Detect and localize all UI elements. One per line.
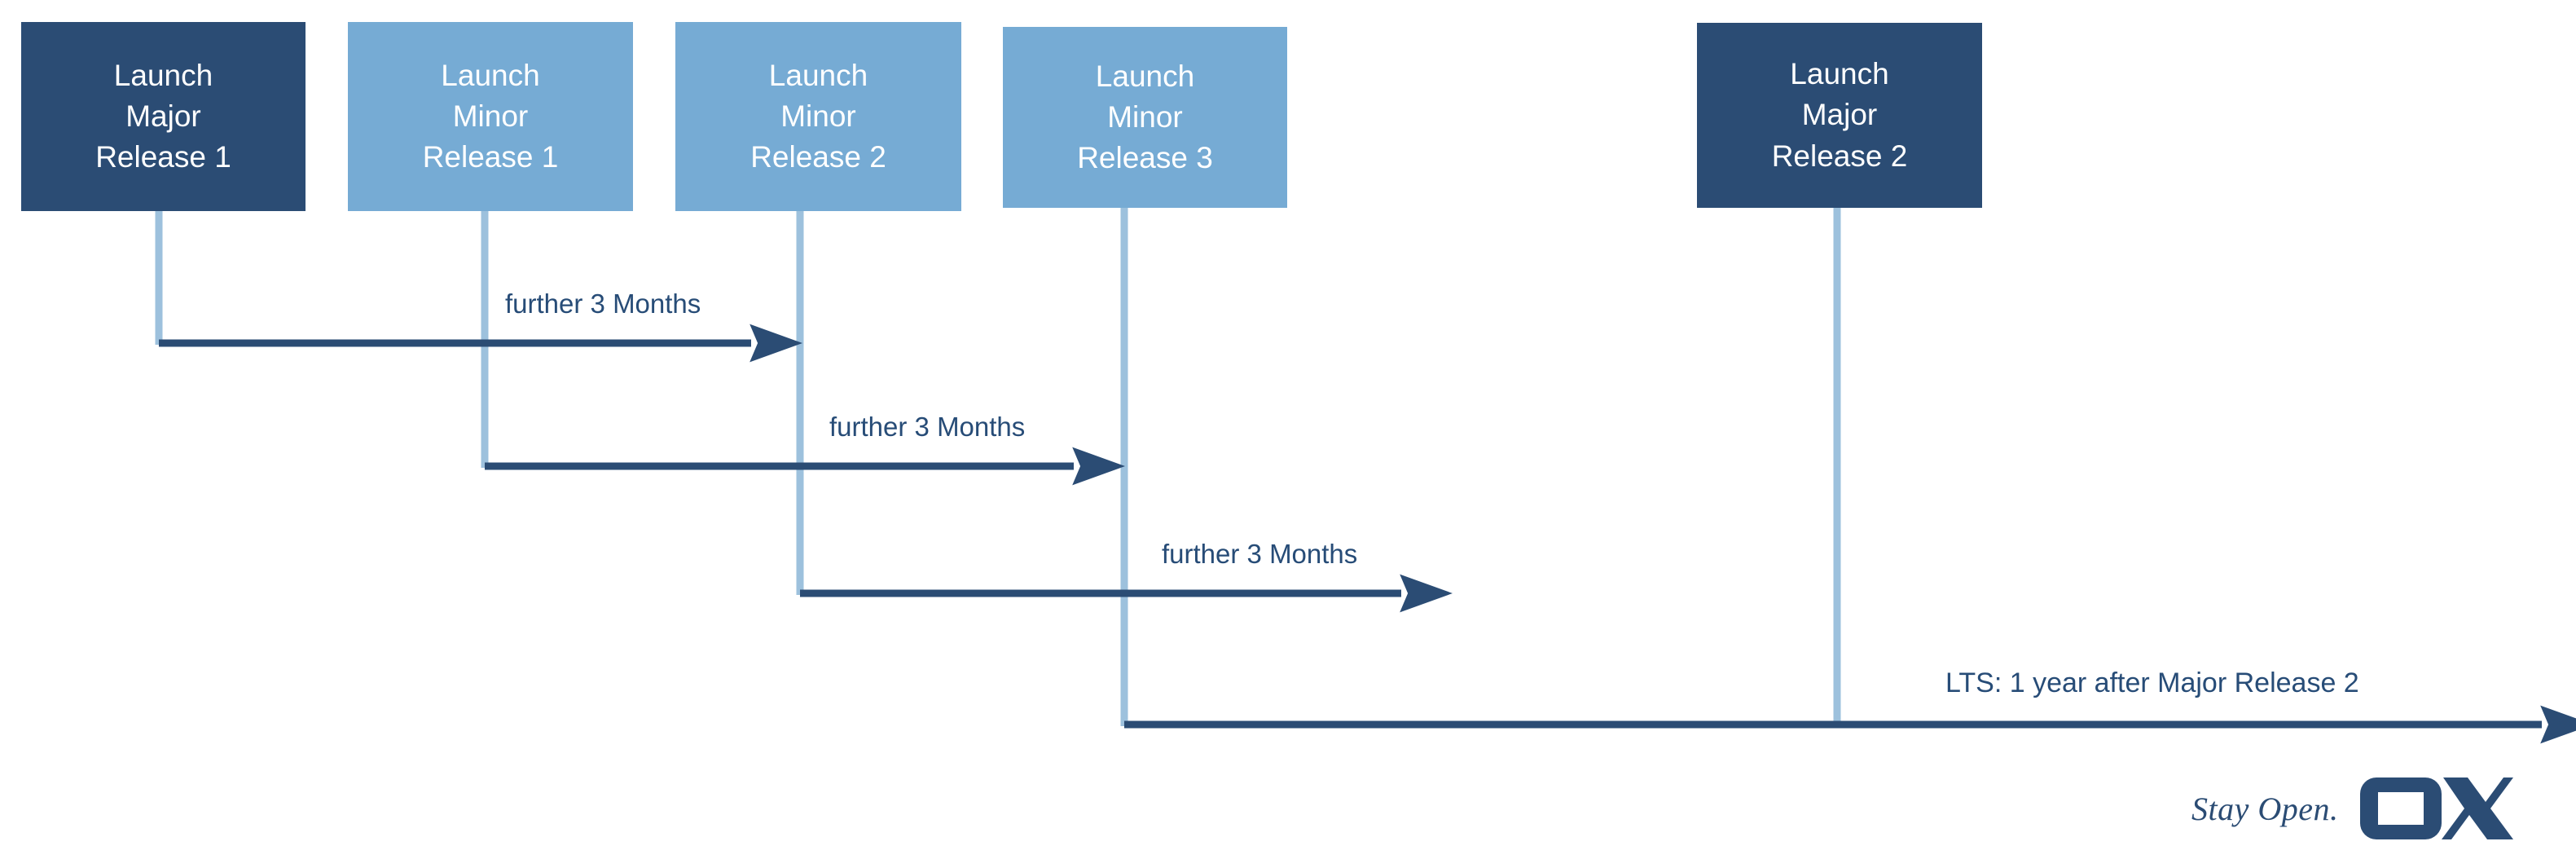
release-box-line: Release 1: [95, 140, 231, 174]
release-box-line: Release 2: [750, 140, 886, 174]
release-box-line: Launch: [768, 58, 868, 92]
ox-logo-icon: [2359, 778, 2513, 839]
release-box-line: Launch: [113, 58, 213, 92]
release-box-line: Minor: [452, 99, 529, 133]
release-box-line: Launch: [1790, 57, 1889, 91]
arrow-label-further-3-months-3: further 3 Months: [1162, 539, 1358, 569]
release-box-minor-release-1[interactable]: Launch Minor Release 1: [348, 22, 633, 211]
release-box-line: Release 1: [422, 140, 559, 174]
release-box-line: Release 3: [1077, 141, 1213, 175]
release-box-major-release-2[interactable]: Launch Major Release 2: [1697, 23, 1982, 208]
release-box-line: Release 2: [1771, 139, 1908, 173]
footer-branding: Stay Open.: [2191, 776, 2515, 841]
release-box-line: Minor: [1107, 99, 1183, 134]
arrow-label-lts: LTS: 1 year after Major Release 2: [1945, 667, 2359, 698]
release-box-line: Launch: [441, 58, 540, 92]
release-box-line: Launch: [1095, 59, 1195, 93]
release-box-line: Minor: [780, 99, 856, 133]
release-box-minor-release-2[interactable]: Launch Minor Release 2: [675, 22, 961, 211]
release-box-major-release-1[interactable]: Launch Major Release 1: [21, 22, 306, 211]
tagline-text: Stay Open.: [2191, 790, 2339, 827]
release-box-line: Major: [125, 99, 201, 133]
arrow-label-further-3-months-1: further 3 Months: [505, 289, 701, 319]
release-box-line: Major: [1801, 98, 1878, 132]
release-box-minor-release-3[interactable]: Launch Minor Release 3: [1003, 27, 1287, 208]
timeline-arrows: [159, 324, 2576, 744]
arrow-label-further-3-months-2: further 3 Months: [829, 412, 1026, 442]
